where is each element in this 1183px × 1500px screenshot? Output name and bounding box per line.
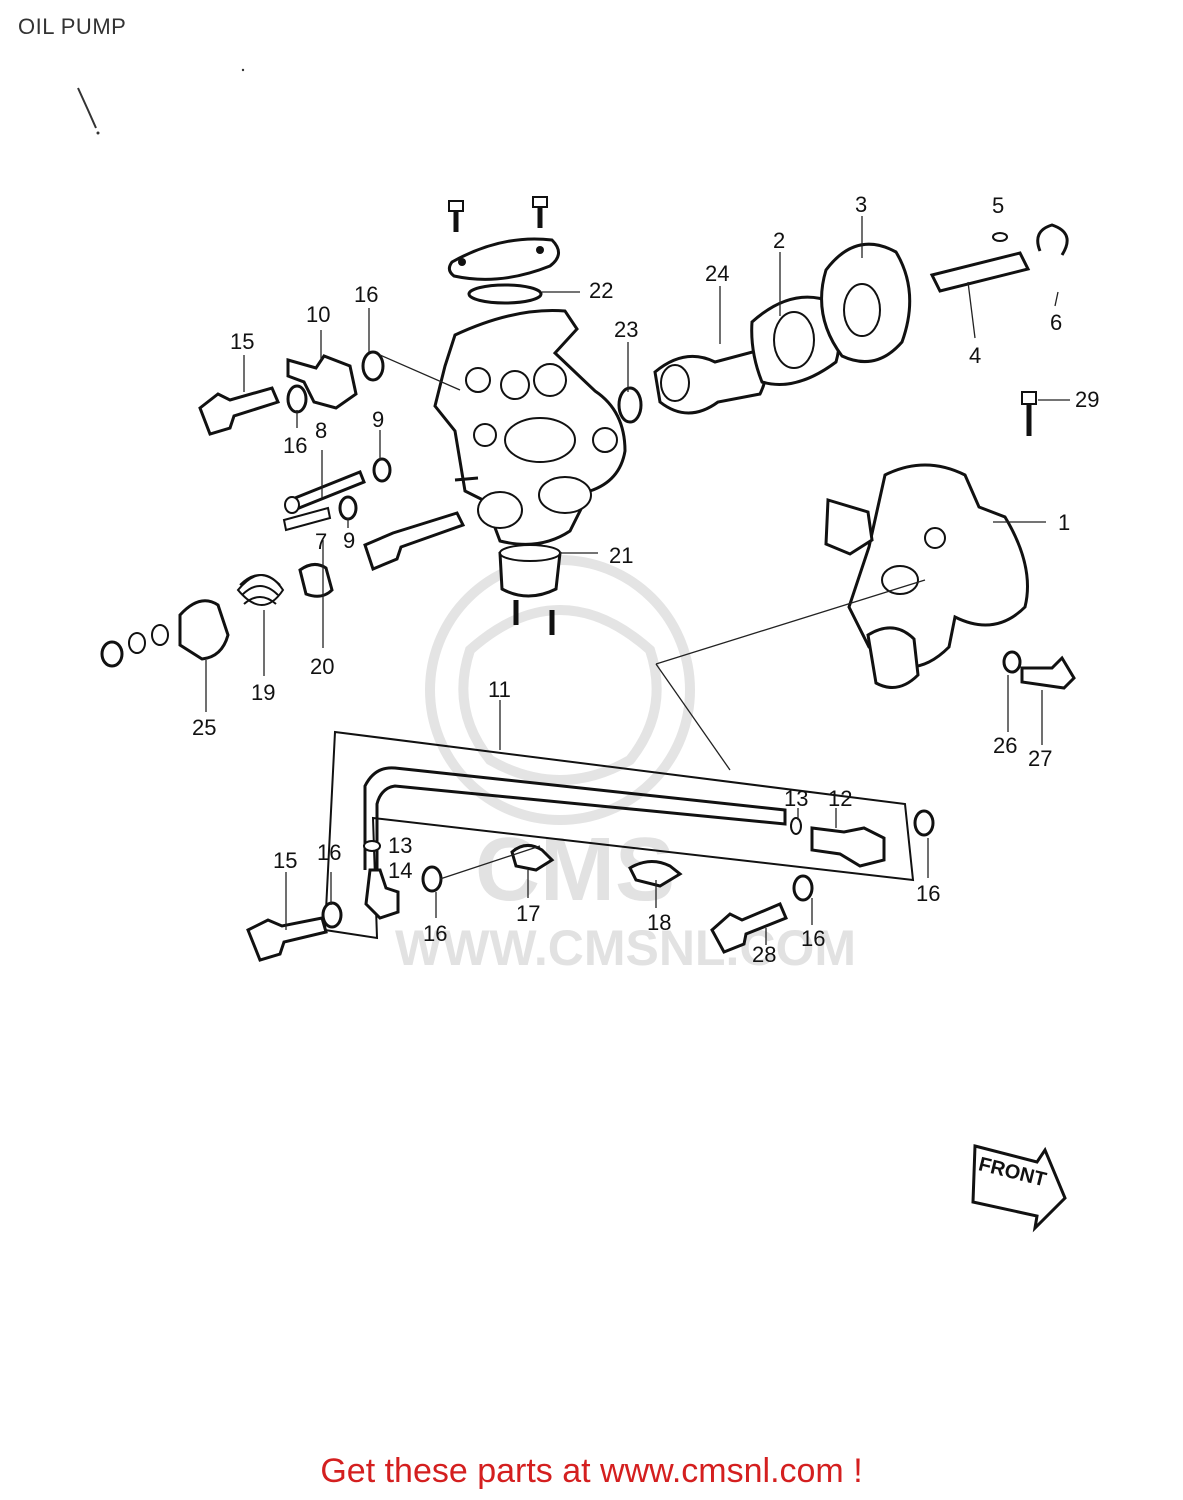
clip-13-left bbox=[363, 840, 381, 852]
callout-4: 4 bbox=[969, 343, 981, 368]
gear-shaft-4 bbox=[929, 251, 1031, 293]
callout-3: 3 bbox=[855, 192, 867, 217]
washer-9-upper bbox=[372, 457, 392, 483]
washer-16-upper-a bbox=[286, 384, 308, 414]
callout-16-a: 16 bbox=[354, 282, 378, 307]
callout-5: 5 bbox=[992, 193, 1004, 218]
callout-6: 6 bbox=[1050, 310, 1062, 335]
pump-body bbox=[433, 309, 627, 546]
callout-25: 25 bbox=[192, 715, 216, 740]
callout-8: 8 bbox=[315, 418, 327, 443]
callout-26: 26 bbox=[993, 733, 1017, 758]
clip-13-right bbox=[790, 817, 802, 835]
banjo-fitting-10 bbox=[286, 354, 358, 410]
pulley-25 bbox=[178, 599, 230, 661]
cap-21 bbox=[498, 543, 562, 635]
front-arrow: FRONT bbox=[971, 1144, 1067, 1233]
callout-13-right: 13 bbox=[784, 786, 808, 811]
callout-9-lower: 9 bbox=[343, 528, 355, 553]
callout-2: 2 bbox=[773, 228, 785, 253]
collar-20 bbox=[298, 563, 334, 598]
pump-cover-plate bbox=[447, 237, 560, 281]
gasket-2 bbox=[750, 295, 841, 386]
pump-shaft bbox=[363, 511, 466, 572]
callout-22: 22 bbox=[589, 278, 613, 303]
callout-18: 18 bbox=[647, 910, 671, 935]
buy-parts-link[interactable]: Get these parts at www.cmsnl.com ! bbox=[320, 1452, 863, 1490]
callout-7: 7 bbox=[315, 529, 327, 554]
callout-16-c: 16 bbox=[317, 840, 341, 865]
circlip-6 bbox=[1036, 223, 1069, 256]
screw-29 bbox=[1021, 391, 1037, 436]
leader-lines bbox=[205, 216, 1070, 945]
callout-1: 1 bbox=[1058, 510, 1070, 535]
drive-gear-3 bbox=[820, 242, 912, 364]
watermark: CMS WWW.CMSNL.COM bbox=[395, 555, 856, 976]
callout-21: 21 bbox=[609, 543, 633, 568]
callout-13-left: 13 bbox=[388, 833, 412, 858]
nut-washers-25 bbox=[100, 624, 169, 668]
rotor-24 bbox=[653, 348, 768, 415]
scan-marks bbox=[77, 68, 245, 135]
callout-12: 12 bbox=[828, 786, 852, 811]
callout-11: 11 bbox=[488, 677, 511, 702]
pin-5 bbox=[992, 232, 1008, 242]
callout-9-upper: 9 bbox=[372, 407, 384, 432]
callout-24: 24 bbox=[705, 261, 729, 286]
o-ring-23 bbox=[617, 386, 643, 424]
cover-screw-right bbox=[532, 196, 548, 228]
pin-7 bbox=[282, 506, 332, 532]
callout-15-upper: 15 bbox=[230, 329, 254, 354]
callout-29: 29 bbox=[1075, 387, 1099, 412]
callout-28: 28 bbox=[752, 942, 776, 967]
banjo-fitting-12 bbox=[810, 826, 886, 868]
callout-labels: 1 2 3 4 5 6 7 8 9 9 10 11 12 13 13 14 15… bbox=[192, 192, 1099, 967]
callout-15-lower: 15 bbox=[273, 848, 297, 873]
bolt-27 bbox=[1020, 655, 1076, 690]
callout-16-e: 16 bbox=[916, 881, 940, 906]
callout-17: 17 bbox=[516, 901, 540, 926]
bolt-28 bbox=[710, 902, 788, 954]
callout-16-f: 16 bbox=[801, 926, 825, 951]
washer-9-lower bbox=[338, 495, 358, 521]
callout-14: 14 bbox=[388, 858, 412, 883]
return-spring-19 bbox=[236, 574, 285, 606]
banjo-fitting-14 bbox=[364, 868, 400, 920]
callout-16-b: 16 bbox=[283, 433, 307, 458]
callout-23: 23 bbox=[614, 317, 638, 342]
callout-27: 27 bbox=[1028, 746, 1052, 771]
watermark-url: WWW.CMSNL.COM bbox=[395, 920, 856, 976]
washer-26 bbox=[1002, 650, 1022, 674]
callout-16-d: 16 bbox=[423, 921, 447, 946]
banjo-bolt-15-upper bbox=[198, 386, 281, 436]
banjo-bolt-15-lower bbox=[246, 916, 328, 962]
o-ring-22 bbox=[467, 283, 543, 305]
cover-screw-left bbox=[448, 200, 464, 232]
clamp-18 bbox=[628, 860, 683, 888]
page-title: OIL PUMP bbox=[18, 14, 127, 39]
callout-10: 10 bbox=[306, 302, 330, 327]
callout-19: 19 bbox=[251, 680, 275, 705]
washers-16-lower bbox=[321, 809, 935, 929]
washer-16-upper-b bbox=[361, 350, 385, 382]
callout-20: 20 bbox=[310, 654, 334, 679]
bolt-8 bbox=[284, 470, 366, 514]
pump-assembly-1 bbox=[824, 463, 1029, 689]
